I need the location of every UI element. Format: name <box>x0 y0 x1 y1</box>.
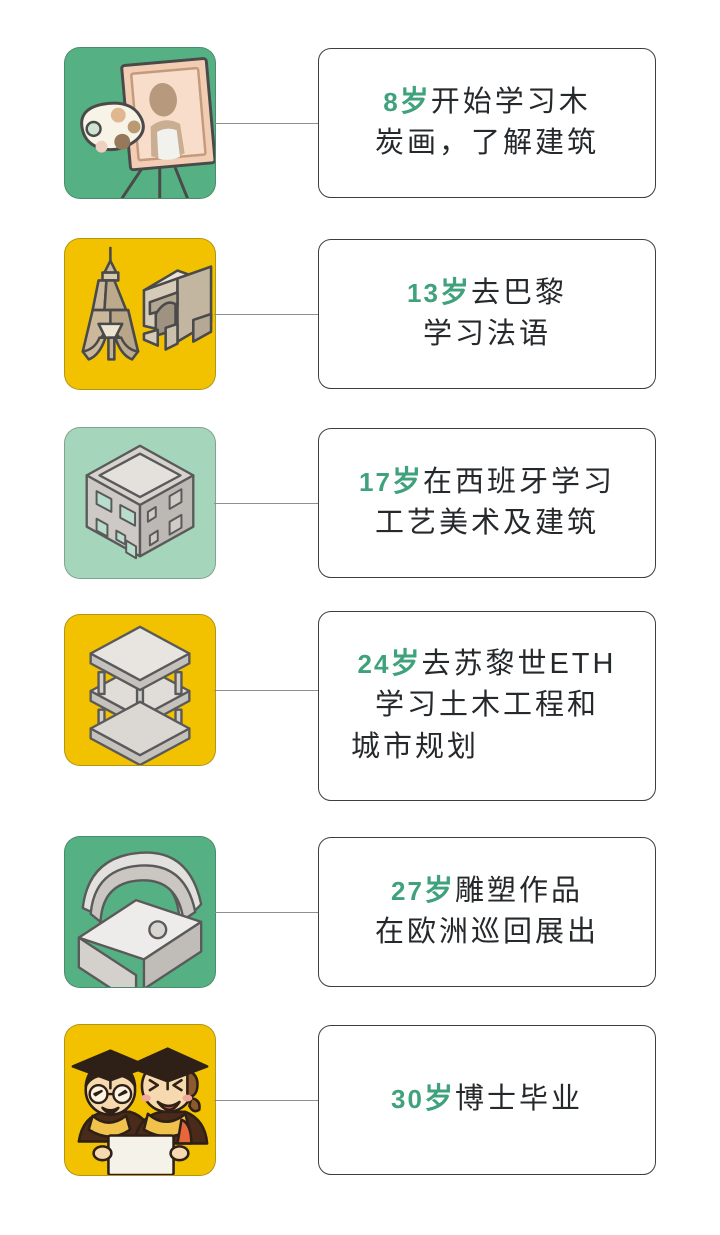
timeline-line-1: 24岁去苏黎世ETH <box>357 648 617 681</box>
age-label: 27岁 <box>391 874 455 907</box>
timeline-connector <box>214 690 320 691</box>
graduates-diploma-icon <box>71 1047 209 1175</box>
timeline-icon-tile <box>64 614 216 766</box>
timeline-row: 17岁在西班牙学习 工艺美术及建筑 <box>0 385 720 580</box>
timeline-icon-tile <box>64 836 216 988</box>
age-label: 17岁 <box>359 465 423 498</box>
timeline-line-2: 炭画，了解建筑 <box>374 127 599 159</box>
timeline-line-2: 学习土木工程和 <box>374 689 599 722</box>
easel-palette-icon <box>80 57 215 198</box>
domino-slab-frame-icon <box>89 625 191 765</box>
timeline-line-1: 8岁开始学习木 <box>383 85 591 118</box>
age-label: 24岁 <box>357 648 422 681</box>
timeline-line-3: 城市规划 <box>351 730 480 763</box>
isometric-building-icon <box>85 444 195 560</box>
age-label: 13岁 <box>407 276 471 309</box>
timeline-connector <box>214 503 320 504</box>
timeline-text-card[interactable]: 8岁开始学习木 炭画，了解建筑 <box>318 48 656 198</box>
timeline-icon-tile <box>64 47 216 199</box>
age-label: 30岁 <box>391 1083 455 1116</box>
timeline-line-2: 学习法语 <box>422 318 551 350</box>
timeline-connector <box>214 1100 320 1101</box>
timeline-connector <box>214 912 320 913</box>
timeline-line-1: 17岁在西班牙学习 <box>359 465 615 498</box>
timeline-row: 30岁博士毕业 <box>0 990 720 1190</box>
timeline-icon-tile <box>64 238 216 390</box>
eiffel-tower-arc-icon <box>81 246 213 361</box>
timeline-connector <box>214 314 320 315</box>
timeline-text-card[interactable]: 24岁去苏黎世ETH 学习土木工程和 城市规划 <box>318 611 656 801</box>
timeline-row: 27岁雕塑作品 在欧洲巡回展出 <box>0 800 720 995</box>
timeline-row: 13岁去巴黎 学习法语 <box>0 195 720 390</box>
timeline-icon-tile <box>64 1024 216 1176</box>
timeline-text-card[interactable]: 13岁去巴黎 学习法语 <box>318 239 656 389</box>
timeline-row: 24岁去苏黎世ETH 学习土木工程和 城市规划 <box>0 575 720 805</box>
age-label: 8岁 <box>383 85 431 118</box>
timeline-text-card[interactable]: 27岁雕塑作品 在欧洲巡回展出 <box>318 837 656 987</box>
timeline-row: 8岁开始学习木 炭画，了解建筑 <box>0 0 720 205</box>
timeline-text-card[interactable]: 30岁博士毕业 <box>318 1025 656 1175</box>
timeline-line-1: 13岁去巴黎 <box>407 276 567 309</box>
timeline-line-1: 30岁博士毕业 <box>391 1083 583 1116</box>
timeline-line-1: 27岁雕塑作品 <box>391 874 583 907</box>
curved-roof-chapel-icon <box>77 851 203 987</box>
timeline-line-2: 工艺美术及建筑 <box>374 507 599 539</box>
timeline-connector <box>214 123 320 124</box>
timeline-icon-tile <box>64 427 216 579</box>
timeline-line-2: 在欧洲巡回展出 <box>374 916 599 948</box>
timeline-text-card[interactable]: 17岁在西班牙学习 工艺美术及建筑 <box>318 428 656 578</box>
